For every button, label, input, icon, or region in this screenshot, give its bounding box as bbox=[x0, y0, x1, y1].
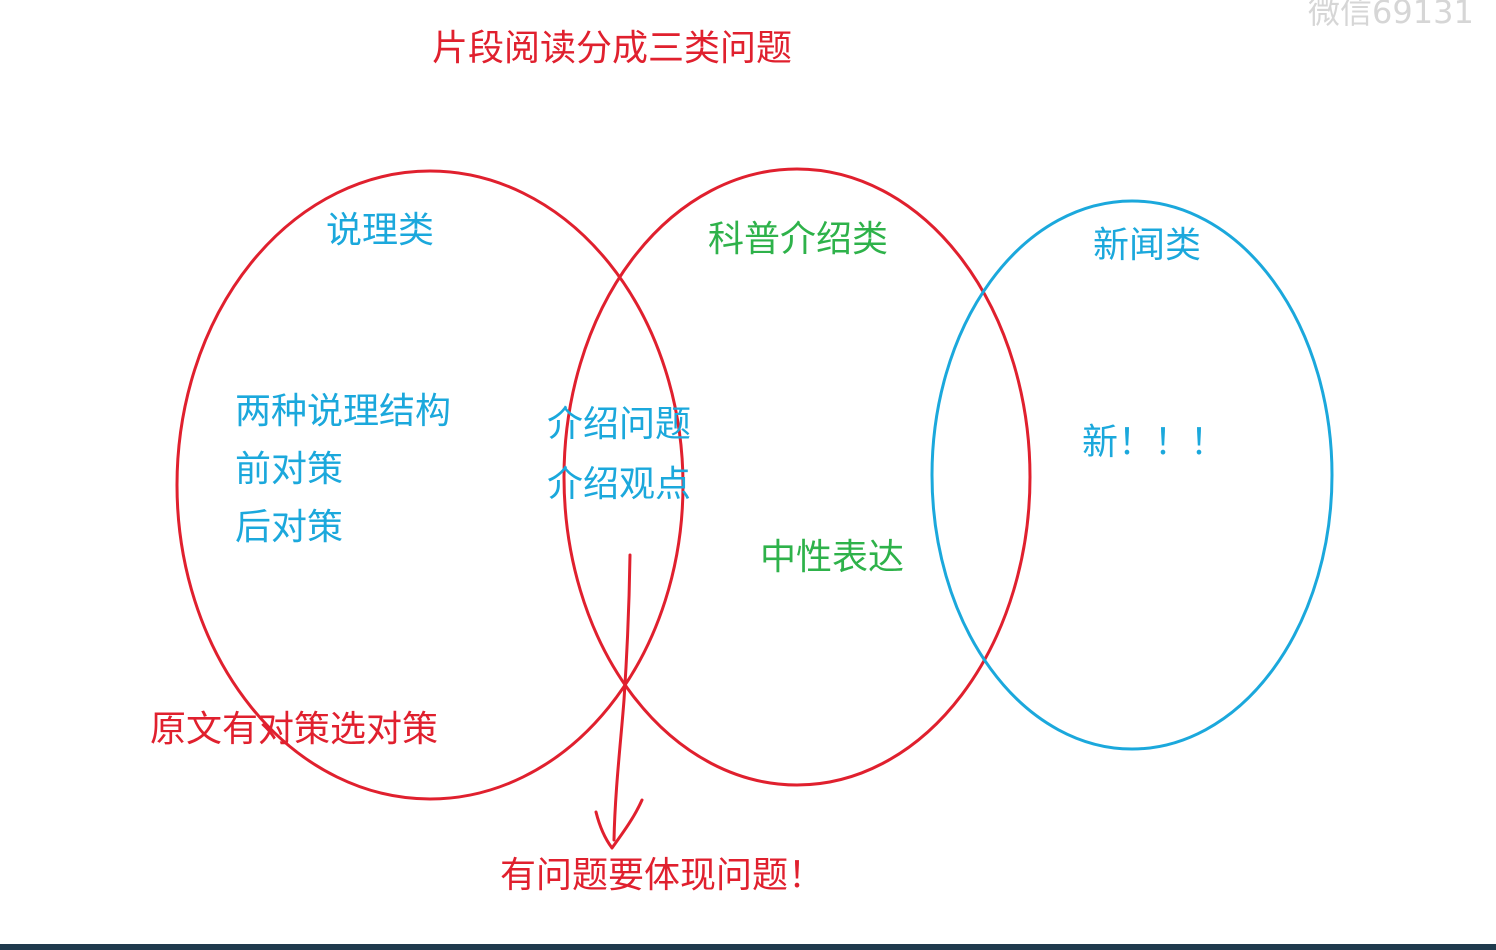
kepu-label: 科普介绍类 bbox=[708, 219, 889, 260]
xinwen-label: 新闻类 bbox=[1093, 225, 1202, 266]
bottom-border bbox=[0, 944, 1496, 950]
xinwen-note: 新！！！ bbox=[1082, 422, 1227, 463]
shuoli-item: 两种说理结构 bbox=[235, 391, 452, 432]
shuoli-label: 说理类 bbox=[326, 210, 435, 251]
arrow-shaft bbox=[612, 553, 632, 842]
kepu-note: 中性表达 bbox=[760, 537, 905, 578]
overlap-item: 介绍问题 bbox=[547, 404, 692, 445]
choose-strategy-annotation: 原文有对策选对策 bbox=[150, 709, 439, 750]
shuoli-circle bbox=[175, 169, 685, 801]
shuoli-item: 后对策 bbox=[235, 507, 344, 548]
shuoli-item: 前对策 bbox=[235, 449, 344, 490]
arrow-head bbox=[594, 798, 644, 850]
page-title: 片段阅读分成三类问题 bbox=[432, 28, 793, 69]
reflect-problem-annotation: 有问题要体现问题！ bbox=[500, 855, 825, 896]
kepu-circle bbox=[562, 167, 1032, 787]
xinwen-circle bbox=[930, 199, 1334, 751]
overlap-item-list: 介绍问题 介绍观点 bbox=[547, 395, 691, 515]
shuoli-item-list: 两种说理结构 前对策 后对策 bbox=[235, 383, 451, 557]
watermark-text: 微信69131 bbox=[1308, 0, 1474, 31]
overlap-item: 介绍观点 bbox=[547, 464, 692, 505]
